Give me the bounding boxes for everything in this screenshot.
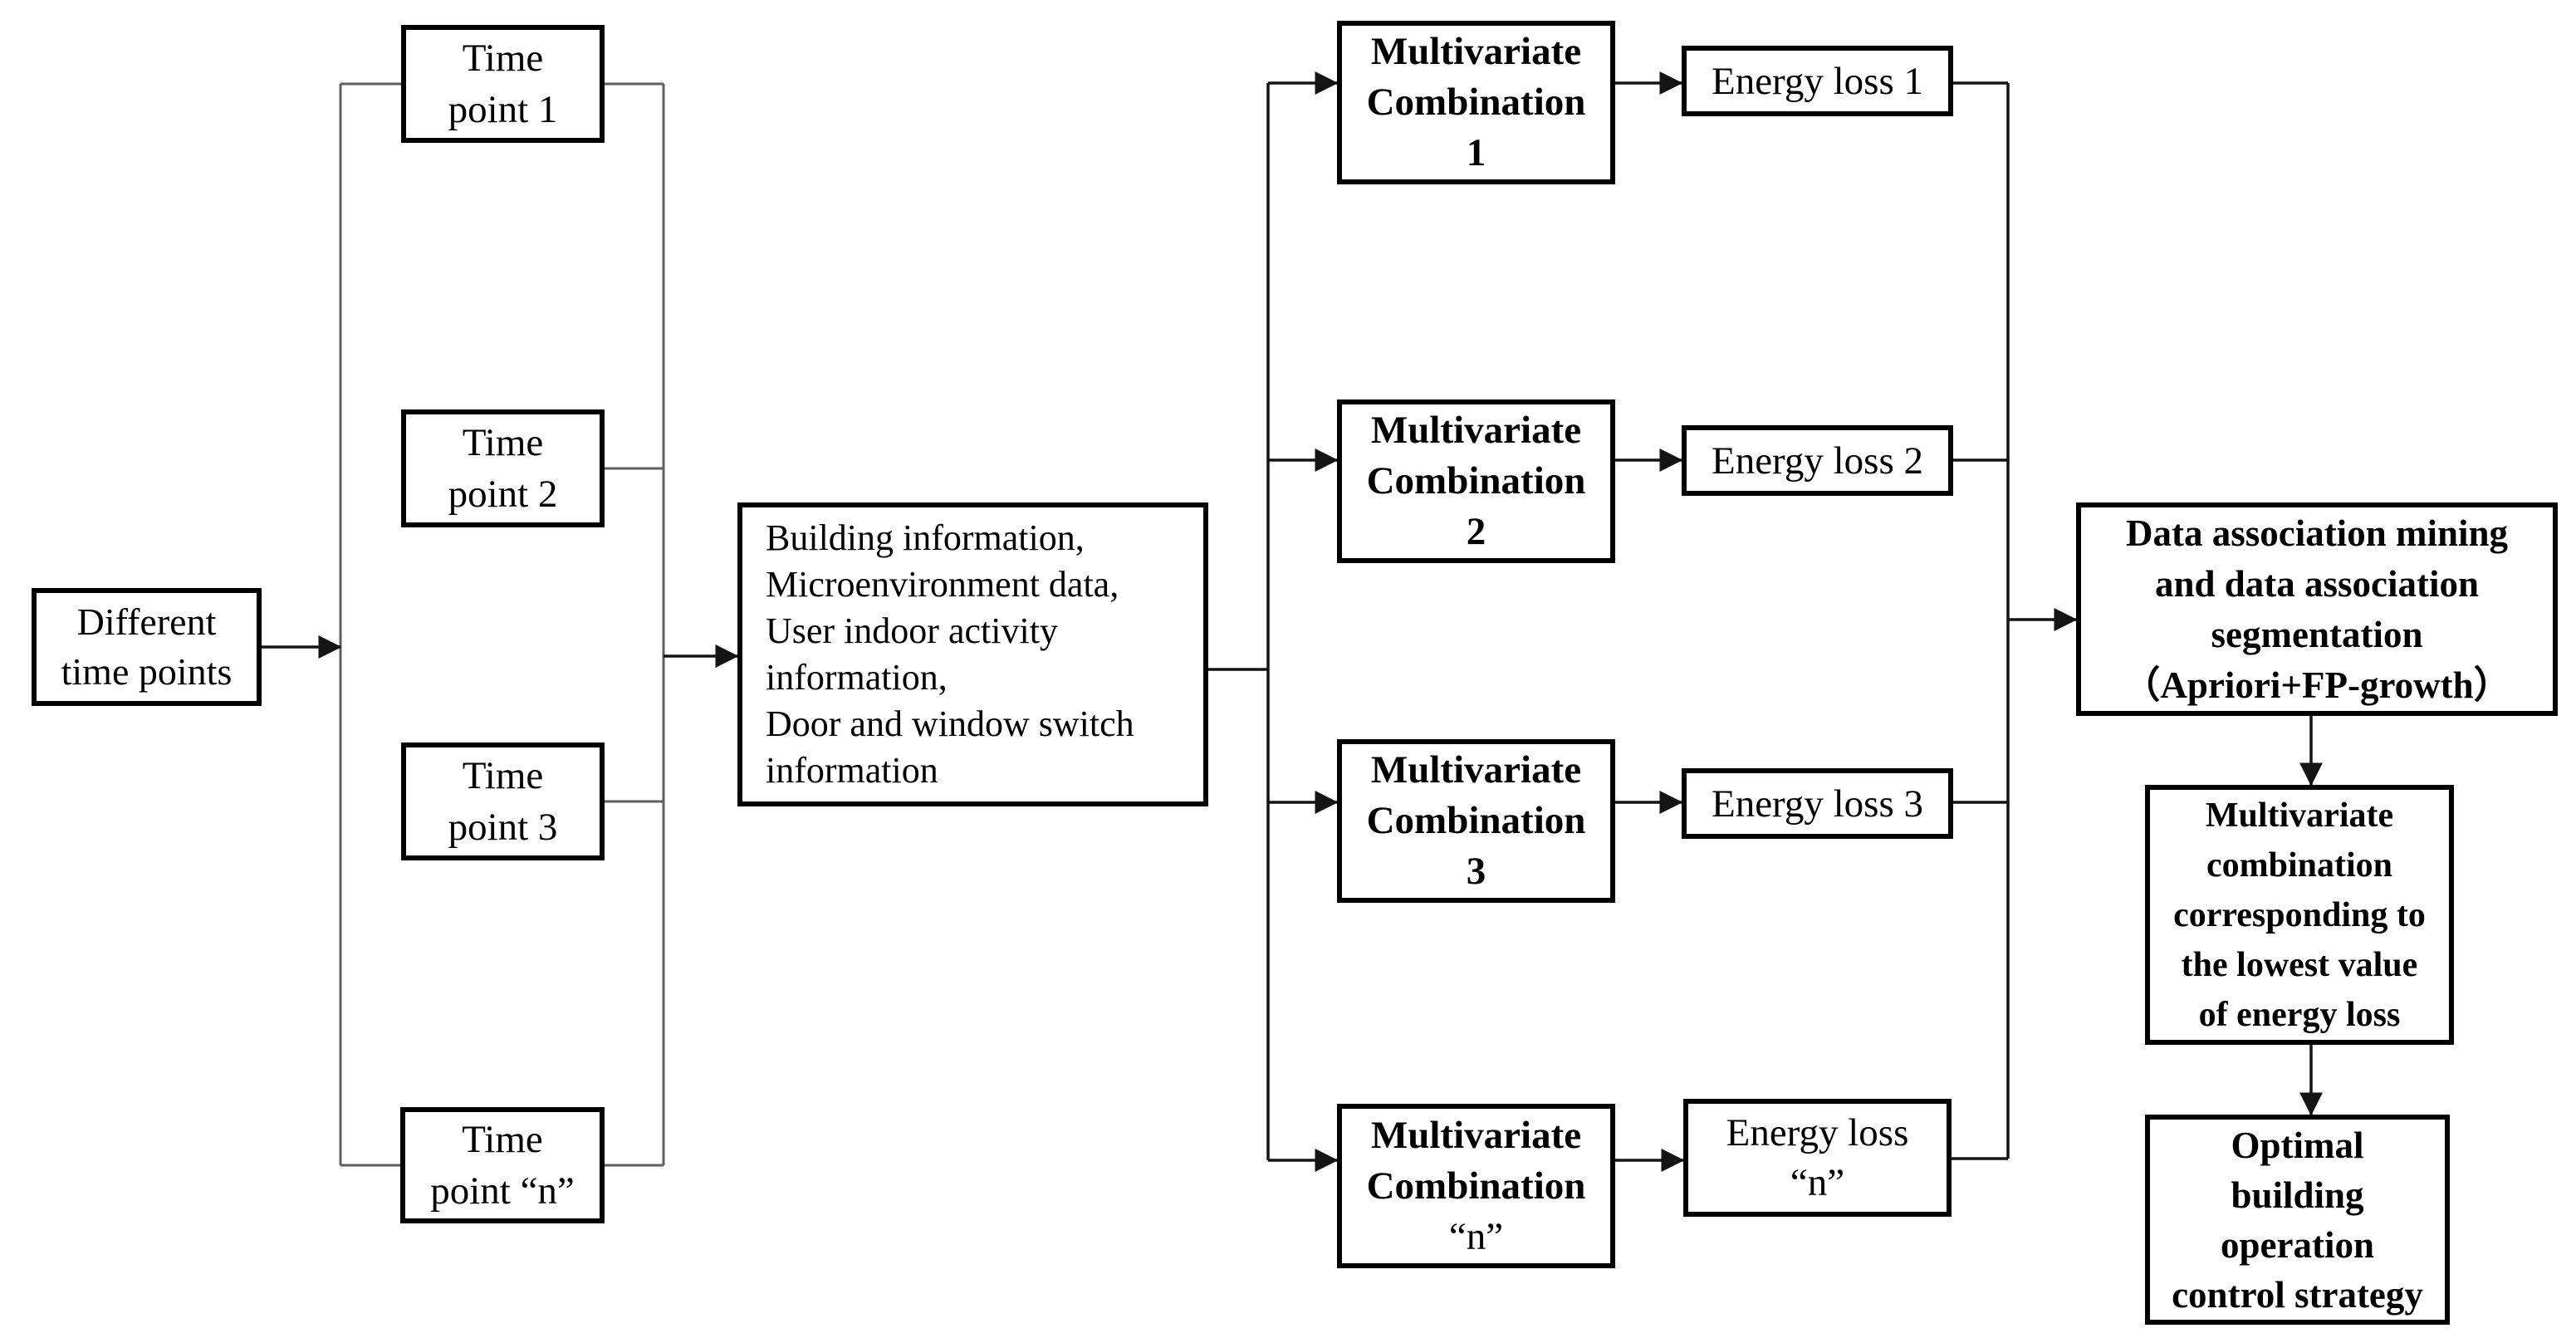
node-text-line: Multivariate bbox=[1370, 748, 1582, 792]
node-text-line: 2 bbox=[1466, 510, 1486, 553]
node-text-line: “n” bbox=[1448, 1214, 1504, 1258]
node-text-line: Multivariate bbox=[1370, 1113, 1582, 1157]
main-connectors bbox=[262, 71, 2323, 1172]
node-text-line: information, bbox=[766, 657, 948, 698]
node-energy-loss-2: Energy loss 2 bbox=[1682, 425, 1953, 496]
node-text-line: 3 bbox=[1466, 850, 1486, 893]
node-text-line: 1 bbox=[1466, 131, 1486, 174]
node-text-line: Combination bbox=[1366, 81, 1586, 124]
node-text-line: corresponding to bbox=[2173, 895, 2426, 934]
node-text-line: information bbox=[766, 750, 938, 791]
node-text-line: time points bbox=[61, 650, 233, 693]
node-text-line: Time bbox=[462, 1118, 543, 1161]
node-text-line: Building information, bbox=[766, 517, 1085, 558]
node-time-point-2: Time point 2 bbox=[401, 409, 605, 527]
node-multivariate-combination-3: Multivariate Combination 3 bbox=[1337, 739, 1615, 903]
node-text-line: of energy loss bbox=[2198, 995, 2401, 1034]
node-text-line: Door and window switch bbox=[766, 703, 1134, 744]
node-text-line: point 1 bbox=[448, 88, 558, 131]
node-text-line: combination bbox=[2206, 845, 2393, 885]
node-text-line: Energy loss 1 bbox=[1711, 59, 1923, 103]
node-text-line: Multivariate bbox=[1370, 30, 1582, 73]
node-text-line: User indoor activity bbox=[766, 610, 1058, 651]
node-input-data: Building information, Microenvironment d… bbox=[737, 502, 1208, 806]
node-text-line: Data association mining bbox=[2125, 512, 2509, 554]
node-multivariate-combination-2: Multivariate Combination 2 bbox=[1337, 399, 1615, 563]
node-text-line: Time bbox=[462, 754, 544, 797]
node-time-point-3: Time point 3 bbox=[401, 743, 605, 860]
node-text-line: Time bbox=[462, 421, 544, 464]
node-optimal-strategy: Optimal building operation control strat… bbox=[2145, 1115, 2450, 1325]
node-data-association-mining: Data association mining and data associa… bbox=[2076, 502, 2558, 716]
node-text-line: Energy loss bbox=[1726, 1111, 1909, 1154]
node-text-line: and data association bbox=[2154, 562, 2480, 605]
time-point-brackets bbox=[339, 82, 665, 1167]
node-text-line: operation bbox=[2221, 1223, 2374, 1266]
node-text-line: Energy loss 3 bbox=[1711, 782, 1923, 826]
node-time-point-1: Time point 1 bbox=[401, 25, 605, 143]
node-different-time-points: Different time points bbox=[32, 588, 262, 706]
node-text-line: Combination bbox=[1366, 1164, 1586, 1208]
node-text-line: point 2 bbox=[448, 473, 558, 516]
node-text-line: the lowest value bbox=[2181, 945, 2418, 984]
node-lowest-energy-combination: Multivariate combination corresponding t… bbox=[2145, 785, 2454, 1045]
node-text-line: building bbox=[2231, 1174, 2364, 1216]
node-text-line: Combination bbox=[1366, 799, 1586, 842]
node-text-line: （Apriori+FP-growth） bbox=[2123, 664, 2511, 706]
node-text-line: Energy loss 2 bbox=[1711, 439, 1923, 483]
node-text-line: Combination bbox=[1366, 459, 1586, 502]
node-energy-loss-n: Energy loss “n” bbox=[1683, 1099, 1952, 1217]
node-multivariate-combination-n: Multivariate Combination “n” bbox=[1337, 1104, 1615, 1268]
node-text-line: point 3 bbox=[448, 806, 558, 849]
node-time-point-n: Time point “n” bbox=[400, 1107, 605, 1223]
node-text-line: Different bbox=[76, 600, 217, 643]
node-text-line: Multivariate bbox=[2205, 796, 2394, 835]
node-text-line: control strategy bbox=[2172, 1273, 2423, 1316]
node-text-line: Multivariate bbox=[1370, 409, 1582, 452]
node-text-line: Microenvironment data, bbox=[766, 564, 1119, 605]
node-text-line: “n” bbox=[1790, 1161, 1845, 1204]
node-energy-loss-3: Energy loss 3 bbox=[1682, 768, 1953, 839]
node-energy-loss-1: Energy loss 1 bbox=[1682, 46, 1953, 116]
node-text-line: Time bbox=[462, 37, 544, 80]
node-text-line: segmentation bbox=[2211, 613, 2423, 655]
node-text-line: Optimal bbox=[2231, 1124, 2364, 1166]
node-multivariate-combination-1: Multivariate Combination 1 bbox=[1337, 21, 1615, 184]
node-text-line: point “n” bbox=[430, 1169, 575, 1213]
